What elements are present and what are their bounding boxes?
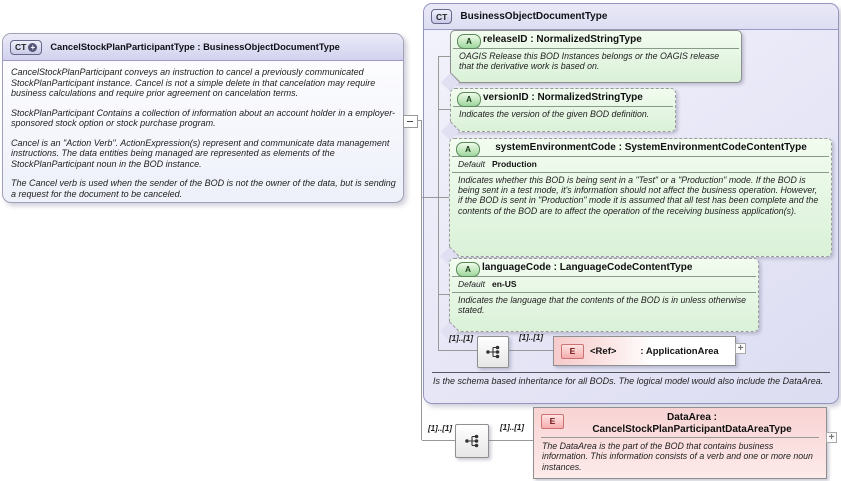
attribute-icon: A bbox=[457, 92, 481, 107]
attribute-description: OAGIS Release this BOD Instances belongs… bbox=[459, 50, 720, 71]
cardinality-label: [1]..[1] bbox=[449, 334, 473, 343]
attribute-title: systemEnvironmentCode : SystemEnvironmen… bbox=[495, 142, 807, 153]
connector-line bbox=[422, 440, 455, 441]
documentation-paragraph: The Cancel verb is used when the sender … bbox=[11, 178, 396, 199]
attribute-title: releaseID : NormalizedStringType bbox=[483, 34, 642, 45]
sequence-glyph bbox=[465, 434, 479, 448]
collapse-toggle[interactable] bbox=[403, 115, 418, 128]
panel-header: CT BusinessObjectDocumentType bbox=[424, 4, 838, 30]
footer-note: Is the schema based inheritance for all … bbox=[433, 376, 824, 386]
expand-toggle[interactable]: + bbox=[826, 432, 837, 443]
complex-type-icon: CT + bbox=[10, 39, 43, 55]
attribute-default-row: Default en-US bbox=[450, 277, 758, 292]
attribute-default-row: Default Production bbox=[450, 157, 831, 172]
divider bbox=[452, 155, 829, 157]
type-documentation: CancelStockPlanParticipant conveys an in… bbox=[3, 61, 403, 199]
element-box-application-area-ref: E <Ref> : ApplicationArea bbox=[553, 336, 736, 366]
connector-line bbox=[507, 350, 553, 351]
connector-line bbox=[415, 120, 421, 121]
expand-toggle[interactable]: + bbox=[735, 343, 746, 354]
footer-divider bbox=[432, 372, 830, 373]
documentation-paragraph: StockPlanParticipant Contains a collecti… bbox=[11, 107, 396, 129]
element-box-data-area: E DataArea : CancelStockPlanParticipantD… bbox=[533, 407, 827, 479]
sequence-compositor-icon bbox=[477, 336, 509, 368]
cardinality-label: [1]..[1] bbox=[500, 423, 524, 432]
default-value: en-US bbox=[492, 279, 517, 289]
divider bbox=[452, 171, 829, 173]
cancel-stock-plan-participant-type-panel: CT + CancelStockPlanParticipantType : Bu… bbox=[2, 33, 404, 203]
attribute-box-versionID: A versionID : NormalizedStringType Indic… bbox=[440, 88, 676, 141]
default-value: Production bbox=[492, 159, 537, 169]
complex-type-badge-label: CT bbox=[15, 42, 27, 52]
minus-icon bbox=[407, 121, 413, 122]
documentation-paragraph: Cancel is an "Action Verb". ActionExpres… bbox=[11, 137, 390, 169]
panel-header: CT + CancelStockPlanParticipantType : Bu… bbox=[3, 34, 403, 61]
sequence-glyph bbox=[486, 345, 500, 359]
panel-title: BusinessObjectDocumentType bbox=[460, 11, 608, 22]
default-label: Default bbox=[458, 159, 485, 169]
panel-title: CancelStockPlanParticipantType : Busines… bbox=[50, 42, 340, 52]
connector-line bbox=[421, 120, 422, 440]
connector-line bbox=[438, 350, 477, 351]
complex-type-badge-label: CT bbox=[436, 11, 448, 22]
connector-line bbox=[438, 294, 449, 295]
element-title: DataArea : CancelStockPlanParticipantDat… bbox=[592, 412, 792, 435]
element-icon: E bbox=[541, 414, 564, 429]
attribute-icon: A bbox=[456, 142, 480, 157]
connector-line bbox=[422, 197, 449, 198]
divider bbox=[452, 275, 756, 277]
documentation-paragraph: CancelStockPlanParticipant conveys an in… bbox=[11, 67, 376, 98]
divider bbox=[452, 291, 756, 293]
attribute-icon: A bbox=[456, 262, 480, 277]
default-label: Default bbox=[458, 279, 485, 289]
connector-line bbox=[438, 56, 439, 351]
attribute-title: languageCode : LanguageCodeContentType bbox=[482, 262, 693, 273]
complex-type-icon: CT bbox=[431, 9, 453, 24]
connector-line bbox=[438, 109, 450, 110]
cardinality-label: [1]..[1] bbox=[519, 333, 543, 342]
attribute-box-systemEnvironmentCode: A systemEnvironmentCode : SystemEnvironm… bbox=[439, 138, 832, 266]
attribute-box-releaseID: A releaseID : NormalizedStringType OAGIS… bbox=[440, 30, 742, 92]
divider bbox=[453, 47, 739, 49]
connector-line bbox=[438, 56, 450, 57]
attribute-icon: A bbox=[457, 34, 481, 49]
attribute-description: Indicates whether this BOD is being sent… bbox=[458, 174, 819, 216]
divider bbox=[453, 105, 673, 107]
connector-line bbox=[487, 440, 533, 441]
element-type-label: : ApplicationArea bbox=[640, 345, 719, 357]
sequence-compositor-icon bbox=[455, 424, 489, 458]
element-icon: E bbox=[561, 344, 584, 359]
element-description: The DataArea is the part of the BOD that… bbox=[542, 441, 813, 472]
cardinality-label: [1]..[1] bbox=[428, 424, 452, 433]
derived-plus-icon: + bbox=[28, 42, 38, 52]
attribute-description: Indicates the version of the given BOD d… bbox=[459, 108, 650, 119]
divider bbox=[541, 437, 819, 438]
element-ref-label: <Ref> bbox=[590, 345, 617, 357]
attribute-description: Indicates the language that the contents… bbox=[458, 294, 747, 315]
attribute-title: versionID : NormalizedStringType bbox=[483, 92, 643, 103]
attribute-box-languageCode: A languageCode : LanguageCodeContentType… bbox=[439, 258, 759, 341]
